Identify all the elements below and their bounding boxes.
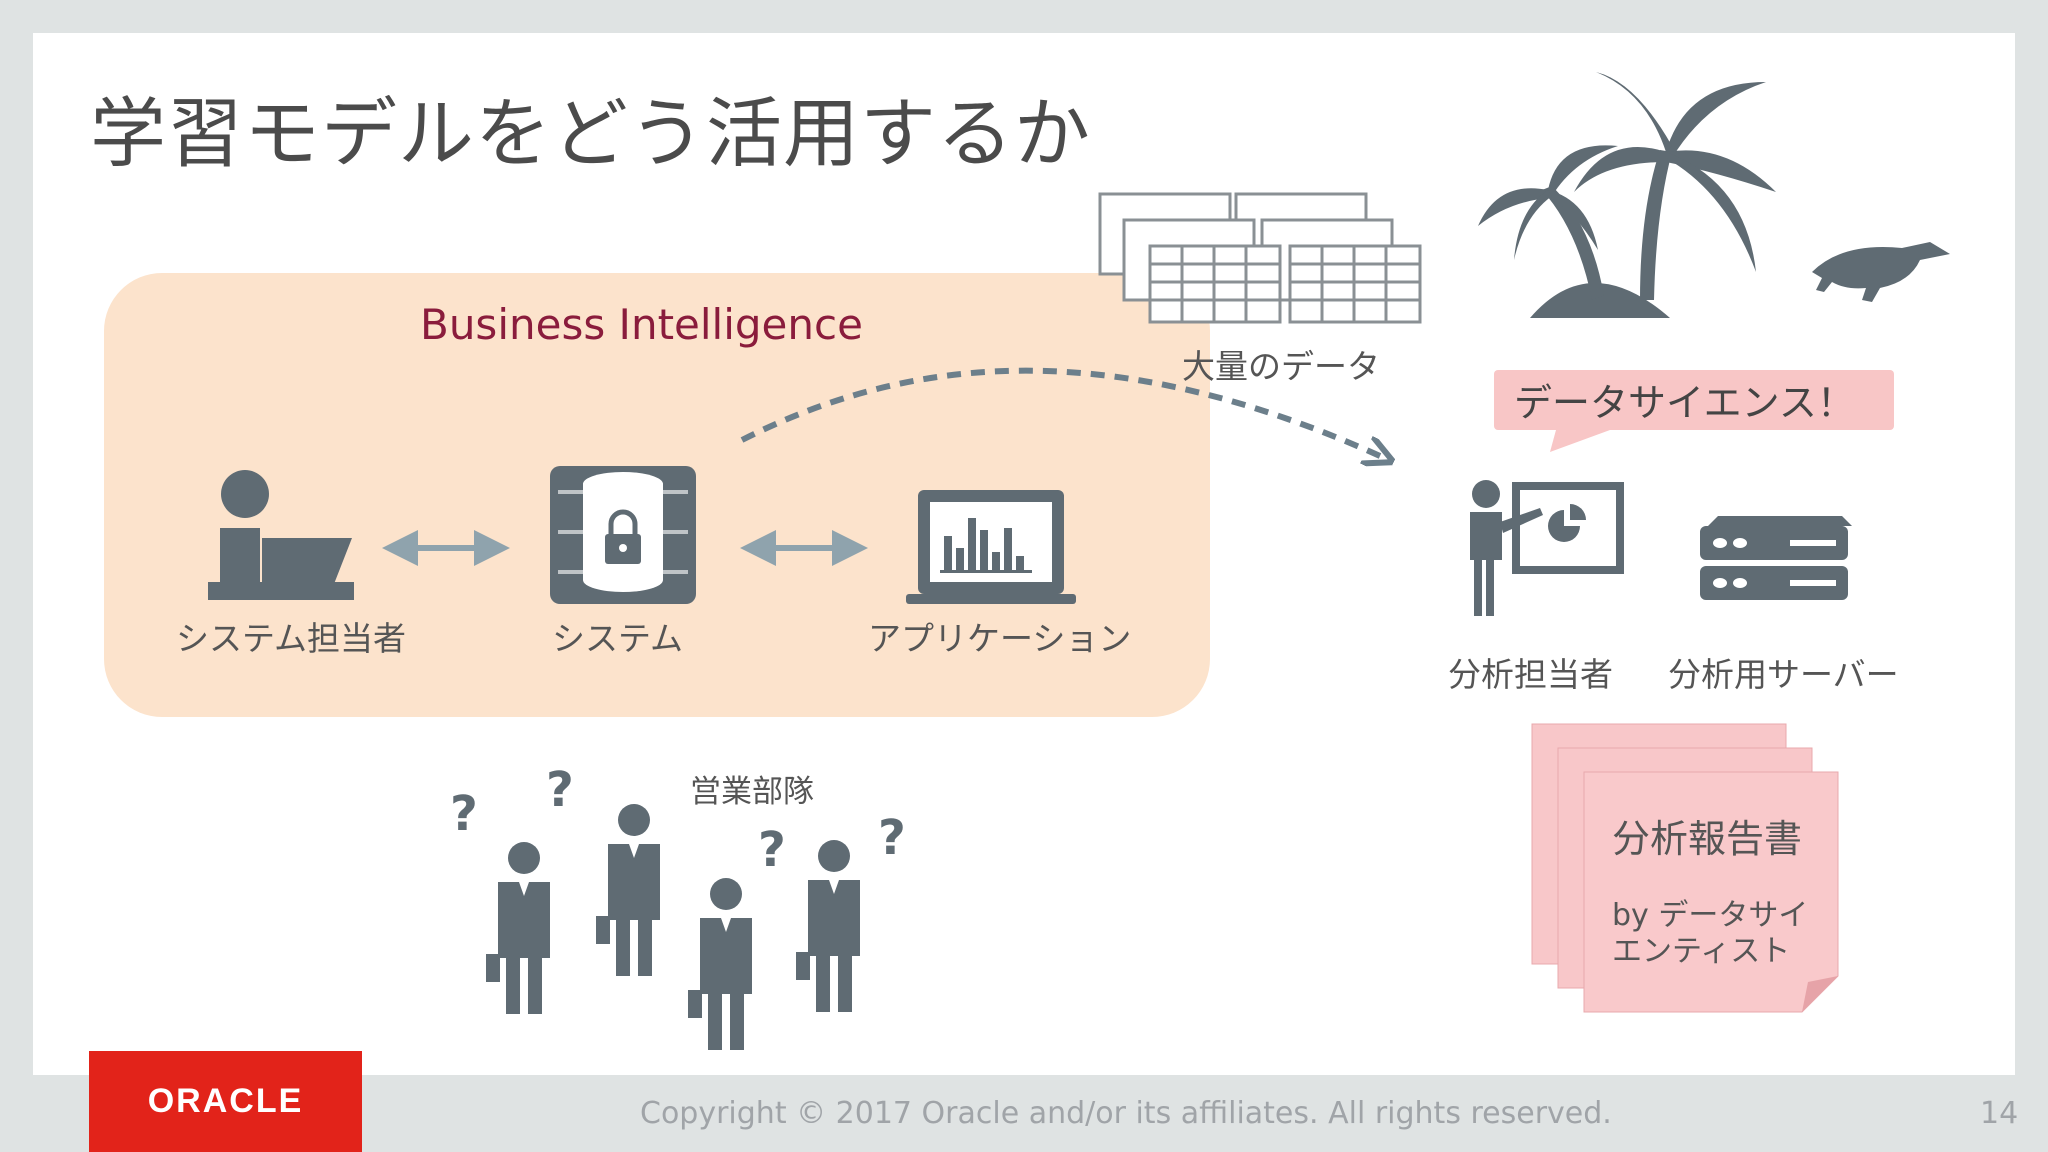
question-mark-4: ? xyxy=(878,810,906,866)
system-label: システム xyxy=(552,619,684,658)
data-science-bubble xyxy=(1494,370,1894,430)
report-byline: by データサイ エンティスト xyxy=(1612,898,1809,969)
dashed-arrow-to-datascience xyxy=(740,367,1380,456)
oracle-logo-text: ORACLE xyxy=(147,1082,304,1120)
analysis-server-label: 分析用サーバー xyxy=(1668,655,1899,694)
palm-island-icon xyxy=(1478,72,1776,318)
question-mark-1: ? xyxy=(450,786,478,842)
database-server-lock-icon xyxy=(550,466,696,604)
bubble-tail xyxy=(1550,430,1610,452)
report-title: 分析報告書 xyxy=(1612,817,1803,861)
big-data-label: 大量のデータ xyxy=(1182,347,1380,386)
question-mark-2: ? xyxy=(546,762,574,818)
sales-team-label: 営業部隊 xyxy=(690,774,814,810)
bi-title: Business Intelligence xyxy=(420,300,863,349)
note-page-curl xyxy=(1802,976,1838,1012)
spreadsheet-stack-icon xyxy=(1098,192,1422,324)
presenter-board-icon xyxy=(1470,480,1624,616)
system-operator-label: システム担当者 xyxy=(176,619,407,658)
laptop-chart-icon xyxy=(906,490,1076,604)
data-science-text: データサイエンス！ xyxy=(1514,381,1855,425)
crocodile-icon xyxy=(1812,242,1950,302)
copyright-footer: Copyright © 2017 Oracle and/or its affil… xyxy=(640,1096,1612,1131)
analyst-label: 分析担当者 xyxy=(1448,655,1613,694)
page-number: 14 xyxy=(1980,1096,2019,1131)
businessmen-group-icon xyxy=(486,804,860,1050)
slide-title: 学習モデルをどう活用するか xyxy=(90,89,1091,178)
server-rack-icon xyxy=(1700,516,1852,600)
oracle-logo xyxy=(89,1051,362,1152)
application-label: アプリケーション xyxy=(868,619,1132,658)
person-laptop-icon xyxy=(208,470,354,600)
question-mark-3: ? xyxy=(758,822,786,878)
